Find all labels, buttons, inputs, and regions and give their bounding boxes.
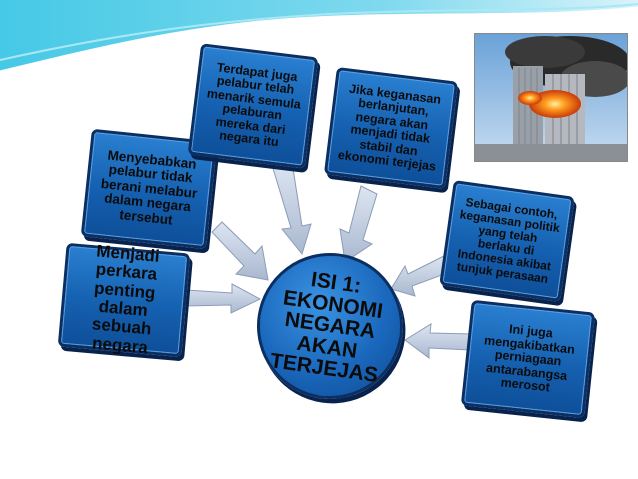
arrow-n1 <box>185 283 262 314</box>
center-topic-text: ISI 1: EKONOMI NEGARA AKAN TERJEJAS <box>268 268 385 388</box>
arrow-n3 <box>271 161 312 256</box>
node-ini-juga: Ini juga mengakibatkan perniagaan antara… <box>460 299 596 419</box>
arrow-n6 <box>404 323 473 359</box>
building-fire-photo <box>474 33 628 162</box>
node-menjadi-perkara: Menjadi perkara penting dalam sebuah neg… <box>57 241 191 358</box>
node-n1-text: Menjadi perkara penting dalam sebuah neg… <box>91 241 161 357</box>
arrow-n2 <box>211 221 269 281</box>
header-wave-decoration <box>0 0 638 74</box>
node-n3-text: Terdapat juga pelabur telah menarik semu… <box>206 59 302 150</box>
node-jika-keganasan: Jika keganasan berlanjutan, negara akan … <box>323 66 459 190</box>
node-sebagai-contoh: Sebagai contoh, keganasan politik yang t… <box>439 180 575 302</box>
arrow-n4 <box>339 185 378 263</box>
node-n6-text: Ini juga mengakibatkan perniagaan antara… <box>483 322 576 395</box>
node-n5-text: Sebagai contoh, keganasan politik yang t… <box>456 195 561 286</box>
node-n4-text: Jika keganasan berlanjutan, negara akan … <box>337 81 442 174</box>
node-n2-text: Menyebabkan pelabur tidak berani melabur… <box>100 147 198 228</box>
node-terdapat-pelabur: Terdapat juga pelabur telah menarik semu… <box>187 43 319 169</box>
